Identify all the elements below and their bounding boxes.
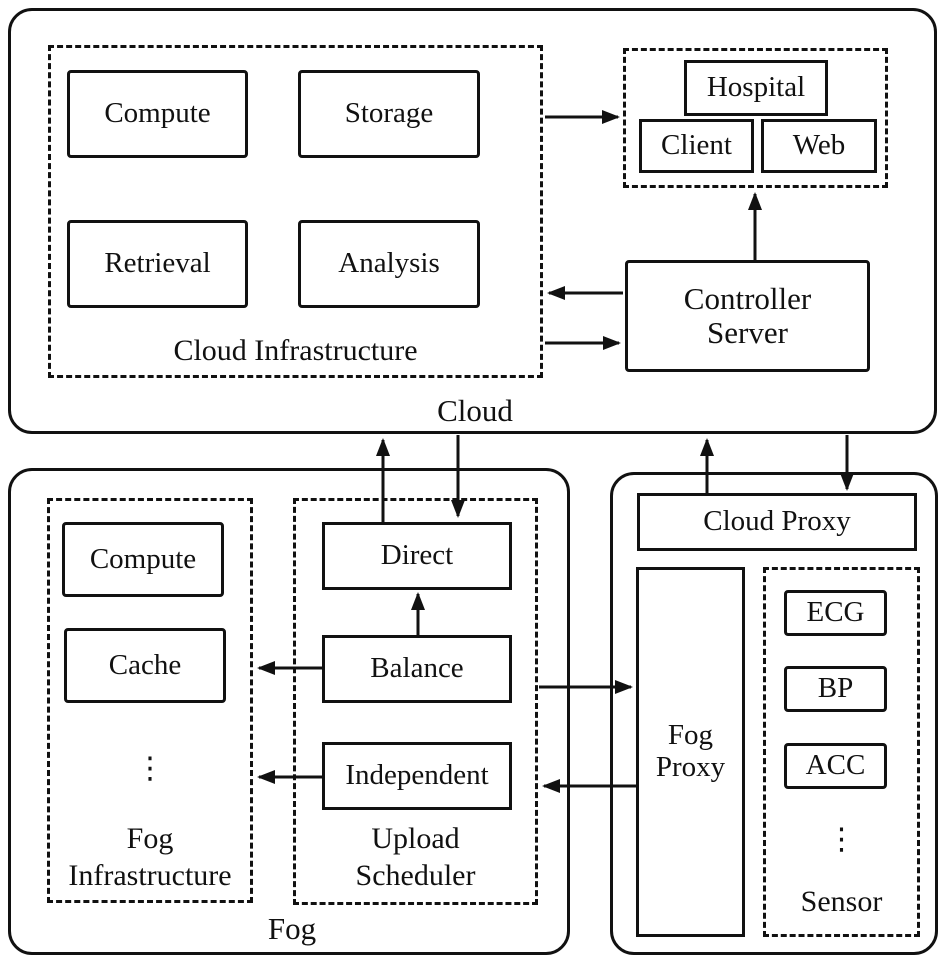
controller-server-box: Controller Server [625,260,880,382]
edge-section: Cloud Proxy Fog Proxy ECG BP ACC ⋮ Senso… [610,472,938,955]
cloud-retrieval-box: Retrieval [67,220,258,318]
hospital-label: Hospital [706,71,806,104]
controller-server-label: Controller Server [683,280,812,350]
cloud-compute-box: Compute [67,70,258,168]
bp-box: BP [784,666,897,722]
fog-compute-box: Compute [62,522,234,607]
bp-label: BP [817,672,854,705]
direct-box: Direct [322,522,512,590]
cloud-proxy-box: Cloud Proxy [637,493,917,551]
direct-label: Direct [380,539,454,572]
client-label: Client [661,129,732,162]
acc-box: ACC [784,743,897,799]
fog-proxy-label: Fog Proxy [655,719,726,783]
hospital-box: Hospital [684,60,828,116]
ecg-label: ECG [806,596,865,629]
cloud-retrieval-label: Retrieval [104,247,211,280]
ecg-box: ECG [784,590,897,646]
cloud-proxy-label: Cloud Proxy [703,505,851,538]
balance-box: Balance [322,635,512,703]
cloud-section-label: Cloud [437,393,513,428]
fog-section: Compute Cache ⋮ Fog Infrastructure Direc… [8,468,570,955]
fog-compute-label: Compute [89,542,197,575]
fog-infrastructure-label: Fog Infrastructure [68,822,232,892]
fog-cache-label: Cache [108,648,182,681]
web-label: Web [792,129,846,162]
cloud-infrastructure-label: Cloud Infrastructure [173,334,418,367]
balance-label: Balance [370,652,464,685]
fog-proxy-box: Fog Proxy [636,567,745,937]
upload-scheduler-group: Direct Balance Independent Upload Schedu… [293,498,538,905]
fog-infrastructure-ellipsis: ⋮ [135,751,165,786]
hospital-group: Hospital Client Web [623,48,888,188]
cloud-analysis-box: Analysis [298,220,490,318]
independent-label: Independent [345,759,489,792]
cloud-analysis-label: Analysis [338,247,440,280]
fog-infrastructure-group: Compute Cache ⋮ Fog Infrastructure [47,498,253,903]
cloud-infrastructure-group: Compute Storage Retrieval Analysis Cloud… [48,45,543,378]
sensor-group: ECG BP ACC ⋮ Sensor [763,567,920,937]
cloud-section: Compute Storage Retrieval Analysis Cloud… [8,8,937,434]
cloud-storage-label: Storage [344,97,434,130]
independent-box: Independent [322,742,512,810]
sensor-ellipsis: ⋮ [826,822,857,857]
fog-section-label: Fog [267,911,317,946]
upload-scheduler-label: Upload Scheduler [355,822,476,892]
acc-label: ACC [805,749,866,782]
cloud-compute-label: Compute [104,97,211,130]
web-box: Web [761,119,877,173]
client-box: Client [639,119,754,173]
sensor-label: Sensor [800,885,883,918]
cloud-storage-box: Storage [298,70,490,168]
fog-cache-box: Cache [64,628,236,713]
